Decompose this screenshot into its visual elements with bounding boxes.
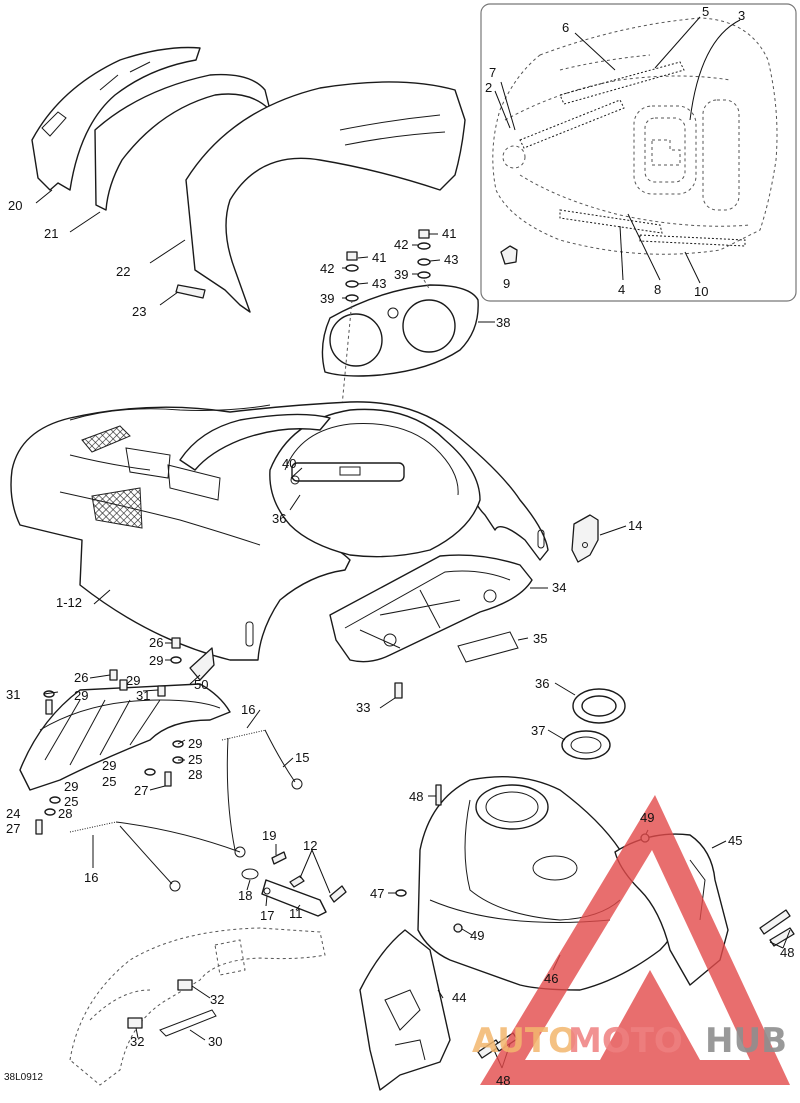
callout-34: 34 [552, 580, 566, 595]
callout-46: 46 [544, 971, 558, 986]
callout-1-12: 1-12 [56, 595, 82, 610]
callout-23: 23 [132, 304, 146, 319]
callout-39-left: 39 [320, 291, 334, 306]
callout-3: 3 [738, 8, 745, 23]
callout-49-right: 49 [640, 810, 654, 825]
callout-43-left: 43 [372, 276, 386, 291]
watermark-hub: HUB [705, 1021, 787, 1061]
callout-29-mid: 29 [126, 673, 140, 688]
callout-43-right: 43 [444, 252, 458, 267]
callout-50: 50 [194, 677, 208, 692]
callout-47: 47 [370, 886, 384, 901]
callout-26-left: 26 [74, 670, 88, 685]
callout-32-top: 32 [210, 992, 224, 1007]
callout-42-left: 42 [320, 261, 334, 276]
callout-41-right: 41 [442, 226, 456, 241]
callout-21: 21 [44, 226, 58, 241]
diagram-code: 38L0912 [4, 1072, 43, 1083]
callout-29-low: 29 [102, 758, 116, 773]
callout-22: 22 [116, 264, 130, 279]
bracket-14 [571, 514, 627, 563]
callout-40: 40 [282, 456, 296, 471]
callout-48-bottom: 48 [496, 1073, 510, 1088]
callout-18: 18 [238, 888, 252, 903]
main-hood [10, 401, 549, 661]
callout-27-left: 27 [6, 821, 20, 836]
callout-37: 37 [531, 723, 545, 738]
callout-49-left: 49 [470, 928, 484, 943]
callout-10: 10 [694, 284, 708, 299]
callout-31-mid: 31 [136, 688, 150, 703]
callout-12: 12 [303, 838, 317, 853]
callout-36-ring: 36 [535, 676, 549, 691]
callout-33: 33 [356, 700, 370, 715]
callout-48-top: 48 [409, 789, 423, 804]
callout-24: 24 [6, 806, 20, 821]
callout-45: 45 [728, 833, 742, 848]
callout-14: 14 [628, 518, 642, 533]
callout-31-left: 31 [6, 687, 20, 702]
callout-30: 30 [208, 1034, 222, 1049]
left-bracket-assembly [19, 637, 231, 835]
watermark-moto: MOTO [568, 1021, 683, 1061]
callout-20: 20 [8, 198, 22, 213]
callout-48-right: 48 [780, 945, 794, 960]
bumper-assembly [69, 927, 326, 1086]
callout-5: 5 [702, 4, 709, 19]
callout-26-top: 26 [149, 635, 163, 650]
callout-29-bottom: 29 [64, 779, 78, 794]
callout-16-top: 16 [241, 702, 255, 717]
callout-25-right: 25 [188, 752, 202, 767]
callout-9: 9 [503, 276, 510, 291]
callout-25-left: 25 [64, 794, 78, 809]
callout-4: 4 [618, 282, 625, 297]
callout-2: 2 [485, 80, 492, 95]
callout-16-bottom: 16 [84, 870, 98, 885]
callout-17: 17 [260, 908, 274, 923]
callout-39-right: 39 [394, 267, 408, 282]
callout-19: 19 [262, 828, 276, 843]
callout-11: 11 [289, 906, 303, 921]
callout-25-mid: 25 [102, 774, 116, 789]
callout-28-left: 28 [58, 806, 72, 821]
callout-32-bottom: 32 [130, 1034, 144, 1049]
callout-36-hood: 36 [272, 511, 286, 526]
gauge-cover-assembly [321, 229, 495, 481]
windshield-panels [31, 46, 466, 313]
callout-8: 8 [654, 282, 661, 297]
callout-44: 44 [452, 990, 466, 1005]
watermark-auto: AUTO [472, 1021, 577, 1061]
rings [547, 682, 626, 760]
callout-38: 38 [496, 315, 510, 330]
inset-panel [480, 3, 797, 302]
callout-29-top: 29 [149, 653, 163, 668]
callout-6: 6 [562, 20, 569, 35]
cable-assembly [69, 709, 347, 917]
tray-assembly [329, 554, 548, 709]
callout-labels: 6 5 3 7 2 9 4 8 10 20 21 22 23 41 42 43 … [4, 4, 794, 1088]
callout-41-left: 41 [372, 250, 386, 265]
callout-27-mid: 27 [134, 783, 148, 798]
callout-42-right: 42 [394, 237, 408, 252]
callout-28-right: 28 [188, 767, 202, 782]
callout-29-right: 29 [188, 736, 202, 751]
watermark: AUTO MOTO HUB [472, 795, 790, 1085]
callout-7: 7 [489, 65, 496, 80]
callout-29-left: 29 [74, 688, 88, 703]
callout-35: 35 [533, 631, 547, 646]
callout-15: 15 [295, 750, 309, 765]
